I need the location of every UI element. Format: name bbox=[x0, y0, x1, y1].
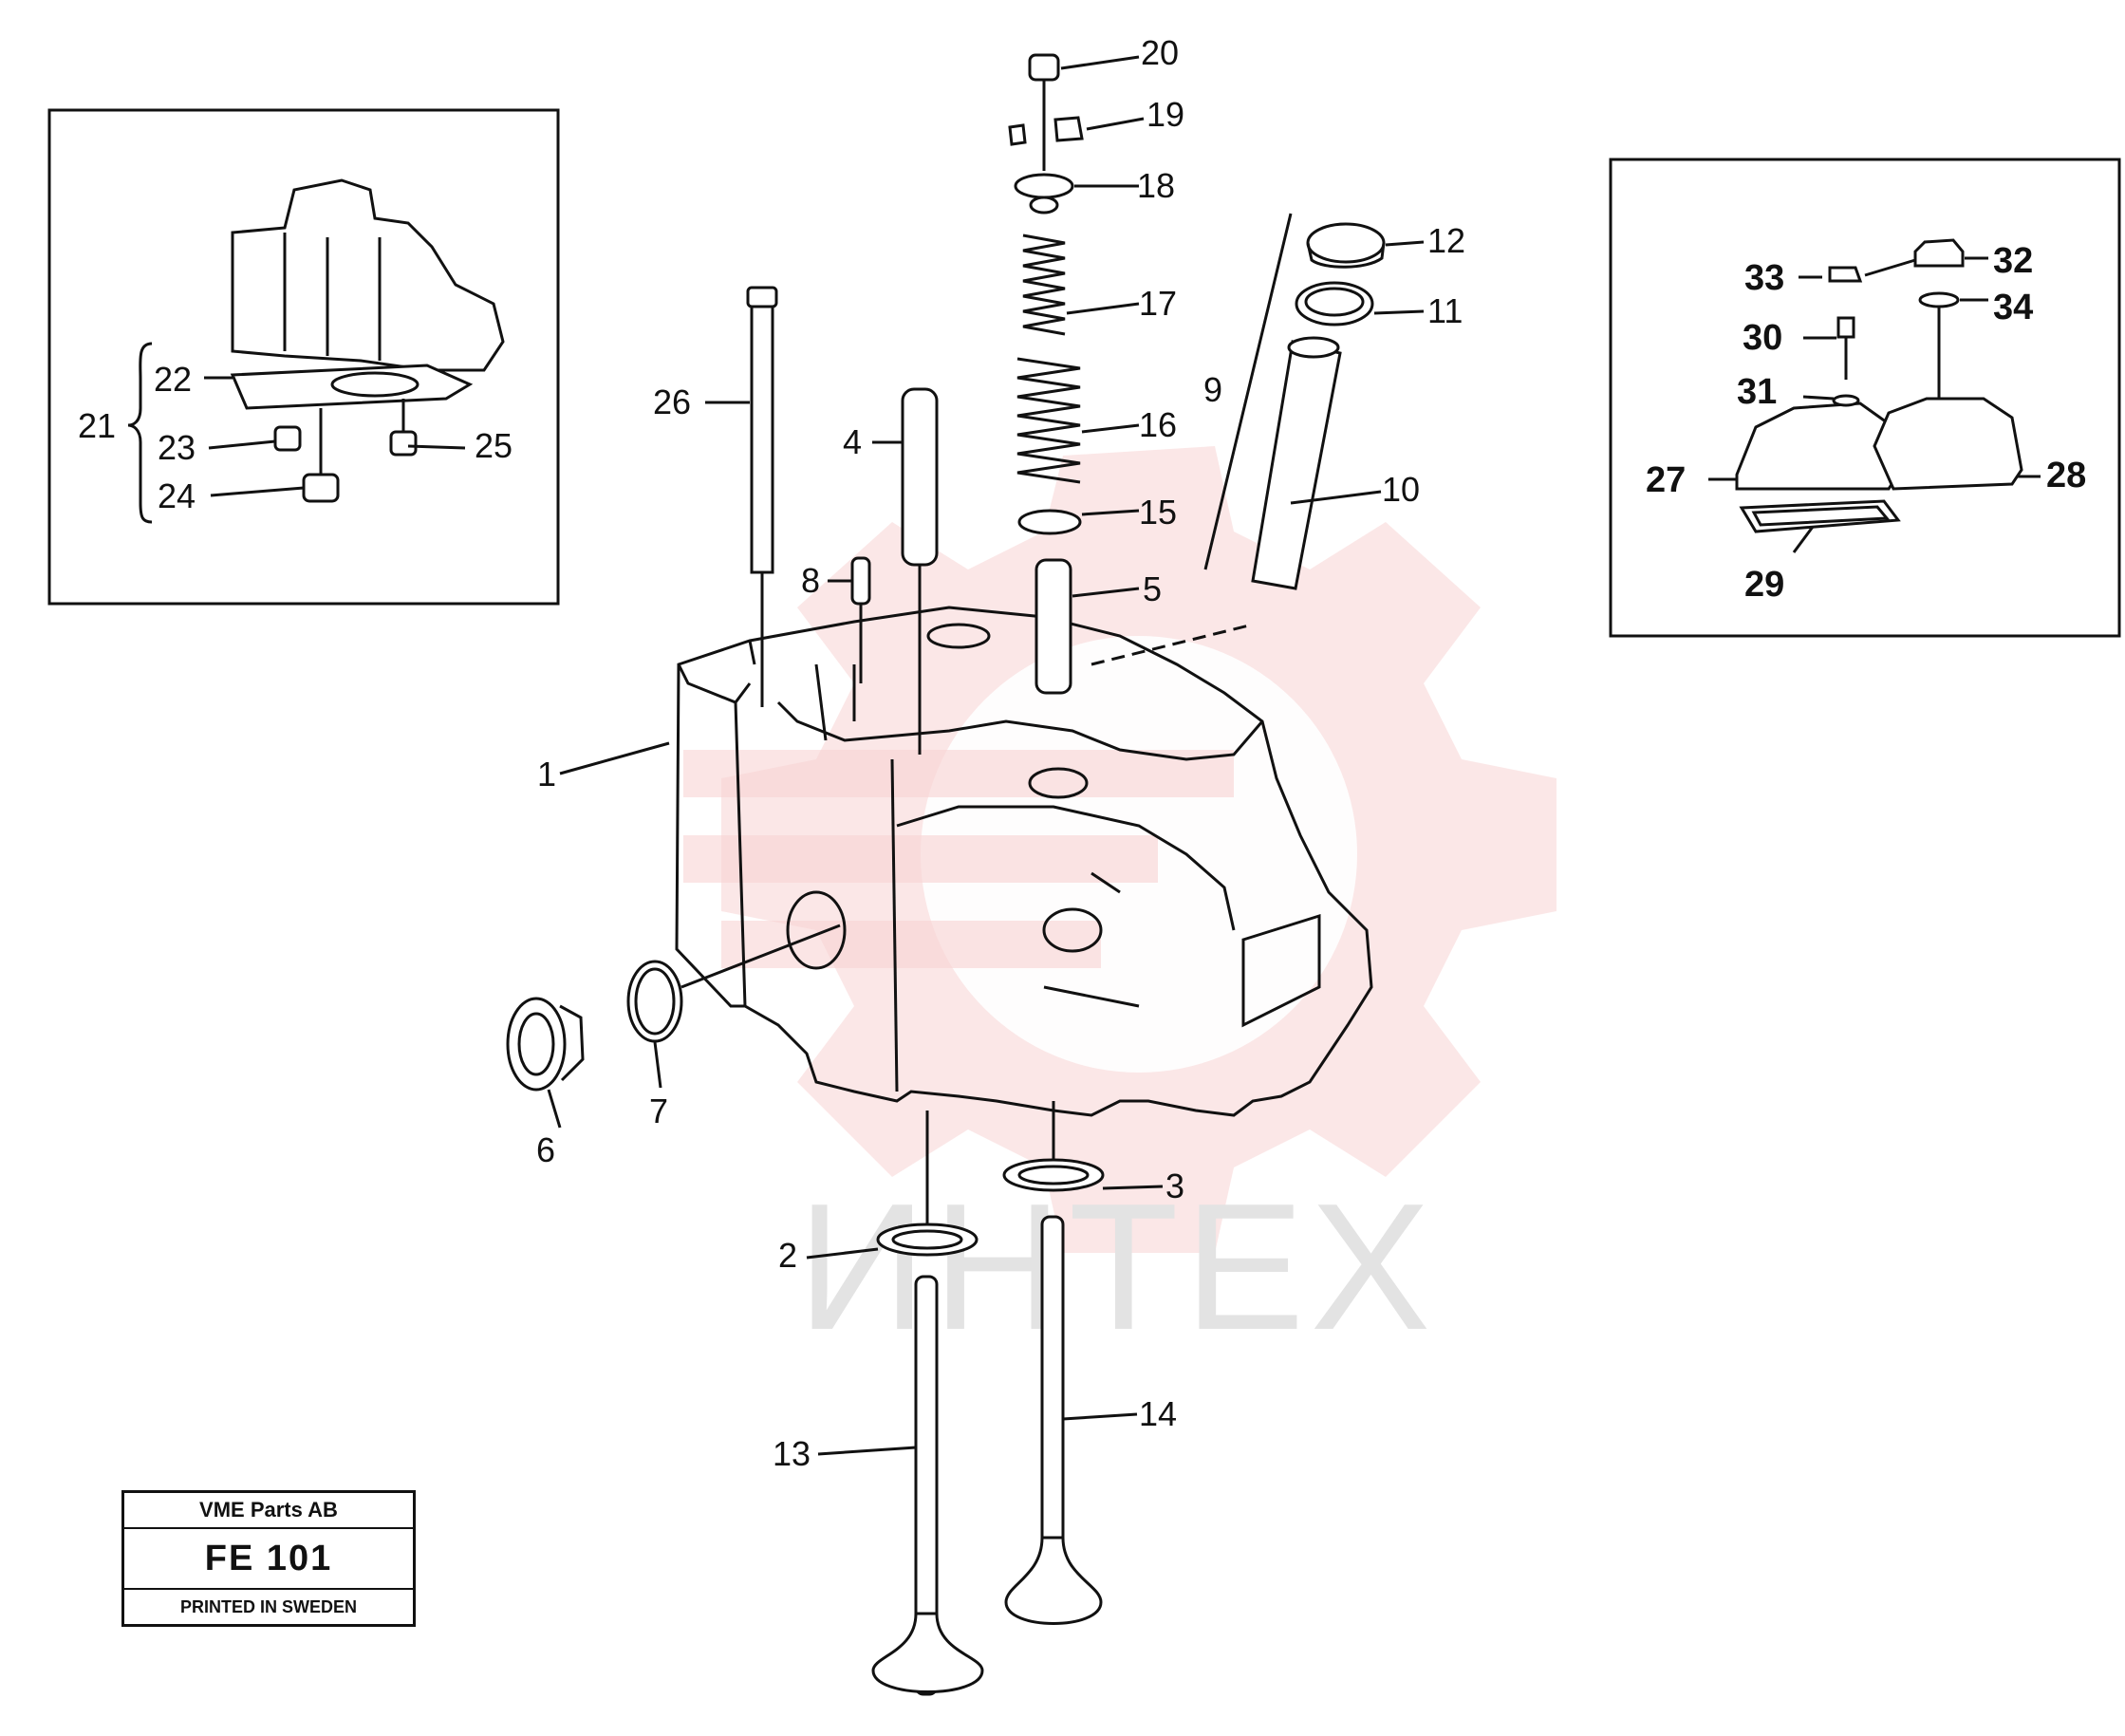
part-18-retainer bbox=[1014, 173, 1074, 215]
title-stamp: VME Parts AB FE 101 PRINTED IN SWEDEN bbox=[121, 1490, 416, 1627]
callout-22: 22 bbox=[154, 360, 192, 399]
callout-25: 25 bbox=[475, 426, 513, 465]
stamp-note: PRINTED IN SWEDEN bbox=[179, 1597, 357, 1616]
callout-20: 20 bbox=[1141, 33, 1179, 72]
part-7-seal-ring bbox=[626, 924, 841, 1043]
part-3-valve-seat bbox=[1002, 1101, 1105, 1192]
part-13-valve bbox=[871, 1275, 984, 1696]
bracket-9 bbox=[1203, 213, 1293, 570]
callout-28: 28 bbox=[2046, 456, 2086, 495]
callout-27: 27 bbox=[1646, 460, 1686, 500]
part-19-collets bbox=[1008, 116, 1084, 146]
inset-top-right bbox=[1609, 158, 2121, 638]
callout-14: 14 bbox=[1139, 1394, 1177, 1433]
callout-13: 13 bbox=[773, 1434, 811, 1473]
part-20-cap bbox=[1028, 53, 1060, 171]
part-6-plug bbox=[506, 997, 585, 1092]
callout-18: 18 bbox=[1137, 166, 1175, 205]
stamp-company: VME Parts AB bbox=[124, 1493, 413, 1529]
callout-31: 31 bbox=[1737, 372, 1777, 412]
part-10-injector-sleeve bbox=[1251, 336, 1342, 590]
callout-32: 32 bbox=[1993, 241, 2033, 281]
callout-26: 26 bbox=[653, 383, 691, 421]
leader-lines bbox=[547, 55, 1425, 1456]
callout-3: 3 bbox=[1165, 1167, 1184, 1205]
callout-30: 30 bbox=[1743, 318, 1782, 358]
callout-8: 8 bbox=[801, 561, 820, 600]
inset-top-left bbox=[47, 108, 560, 606]
watermark-text: ИНТЕХ bbox=[797, 1167, 1436, 1368]
part-16-spring bbox=[1016, 357, 1081, 484]
callout-17: 17 bbox=[1139, 284, 1177, 323]
callout-10: 10 bbox=[1382, 470, 1420, 509]
callout-6: 6 bbox=[536, 1130, 555, 1169]
callout-12: 12 bbox=[1427, 221, 1465, 260]
callout-1: 1 bbox=[537, 755, 556, 793]
cylinder-head bbox=[675, 606, 1373, 1117]
callout-15: 15 bbox=[1139, 493, 1177, 532]
callout-21: 21 bbox=[78, 406, 116, 445]
callout-33: 33 bbox=[1744, 258, 1784, 298]
callout-23: 23 bbox=[158, 428, 196, 467]
callout-2: 2 bbox=[778, 1236, 797, 1275]
part-11-ring bbox=[1295, 281, 1374, 327]
callout-4: 4 bbox=[843, 422, 862, 461]
callout-5: 5 bbox=[1143, 569, 1162, 608]
callout-24: 24 bbox=[158, 476, 196, 515]
part-12-ring bbox=[1306, 222, 1386, 269]
callout-19: 19 bbox=[1146, 95, 1184, 134]
part-5-valve-guide bbox=[1035, 558, 1072, 695]
part-17-spring bbox=[1022, 233, 1066, 336]
callout-9: 9 bbox=[1203, 370, 1222, 409]
callout-16: 16 bbox=[1139, 405, 1177, 444]
callout-11: 11 bbox=[1427, 291, 1463, 330]
callout-34: 34 bbox=[1993, 288, 2033, 327]
part-2-valve-seat bbox=[876, 1111, 979, 1257]
callout-7: 7 bbox=[649, 1092, 668, 1130]
part-26-stud bbox=[746, 286, 778, 707]
callout-29: 29 bbox=[1744, 565, 1784, 605]
watermark-gear-icon bbox=[683, 446, 1556, 1253]
part-14-valve bbox=[1004, 1215, 1103, 1625]
stamp-code: FE 101 bbox=[124, 1529, 413, 1590]
part-15-seat bbox=[1017, 509, 1082, 535]
part-4-valve-guide bbox=[901, 387, 939, 755]
